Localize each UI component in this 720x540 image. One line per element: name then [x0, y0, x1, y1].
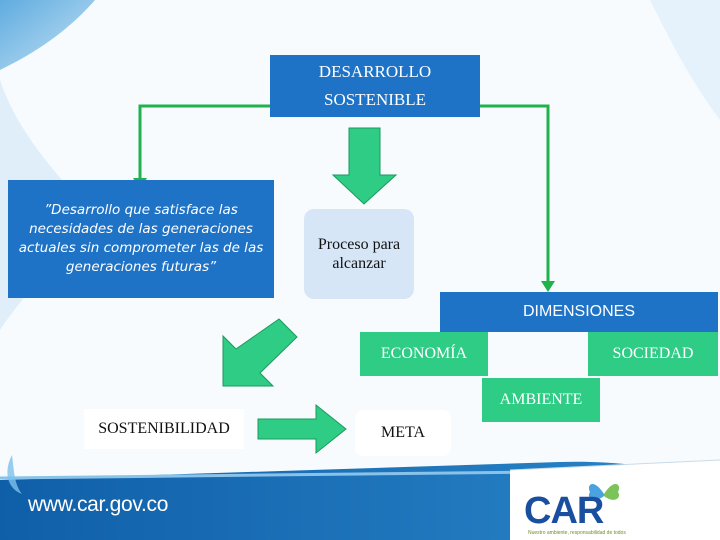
node-meta-label: META — [380, 424, 426, 441]
node-proceso-label: Proceso para alcanzar — [317, 236, 401, 272]
node-ambiente-label: AMBIENTE — [499, 391, 583, 408]
node-sostenibilidad-label: SOSTENIBILIDAD — [98, 420, 230, 437]
node-dimensiones-label: DIMENSIONES — [522, 303, 635, 320]
arrowhead-right — [541, 281, 555, 292]
logo-tagline: Nuestro ambiente, responsabilidad de tod… — [528, 530, 626, 536]
right-arrow — [257, 403, 347, 455]
node-sociedad-label: SOCIEDAD — [612, 345, 694, 362]
car-logo: CAR — [524, 490, 604, 532]
node-proceso: Proceso para alcanzar — [304, 209, 414, 299]
node-definicion: ”Desarrollo que satisface las necesidade… — [8, 180, 274, 298]
node-desarrollo-sostenible: DESARROLLO SOSTENIBLE — [270, 55, 480, 117]
connector-right — [480, 104, 550, 285]
footer-url[interactable]: www.car.gov.co — [28, 493, 169, 516]
node-definicion-label: ”Desarrollo que satisface las necesidade… — [18, 202, 264, 275]
diagonal-arrow — [222, 318, 298, 387]
butterfly-icon — [588, 483, 620, 500]
node-economia-label: ECONOMÍA — [380, 345, 468, 362]
node-sostenibilidad: SOSTENIBILIDAD — [84, 409, 244, 449]
node-dimensiones: DIMENSIONES — [440, 292, 718, 332]
node-ambiente: AMBIENTE — [482, 378, 600, 422]
water-drop-icon — [7, 455, 22, 494]
node-sociedad: SOCIEDAD — [588, 332, 718, 376]
connector-left — [138, 104, 270, 182]
node-economia: ECONOMÍA — [360, 332, 488, 376]
down-arrow — [331, 127, 398, 205]
node-meta: META — [355, 410, 451, 456]
node-desarrollo-label: DESARROLLO SOSTENIBLE — [318, 62, 432, 109]
